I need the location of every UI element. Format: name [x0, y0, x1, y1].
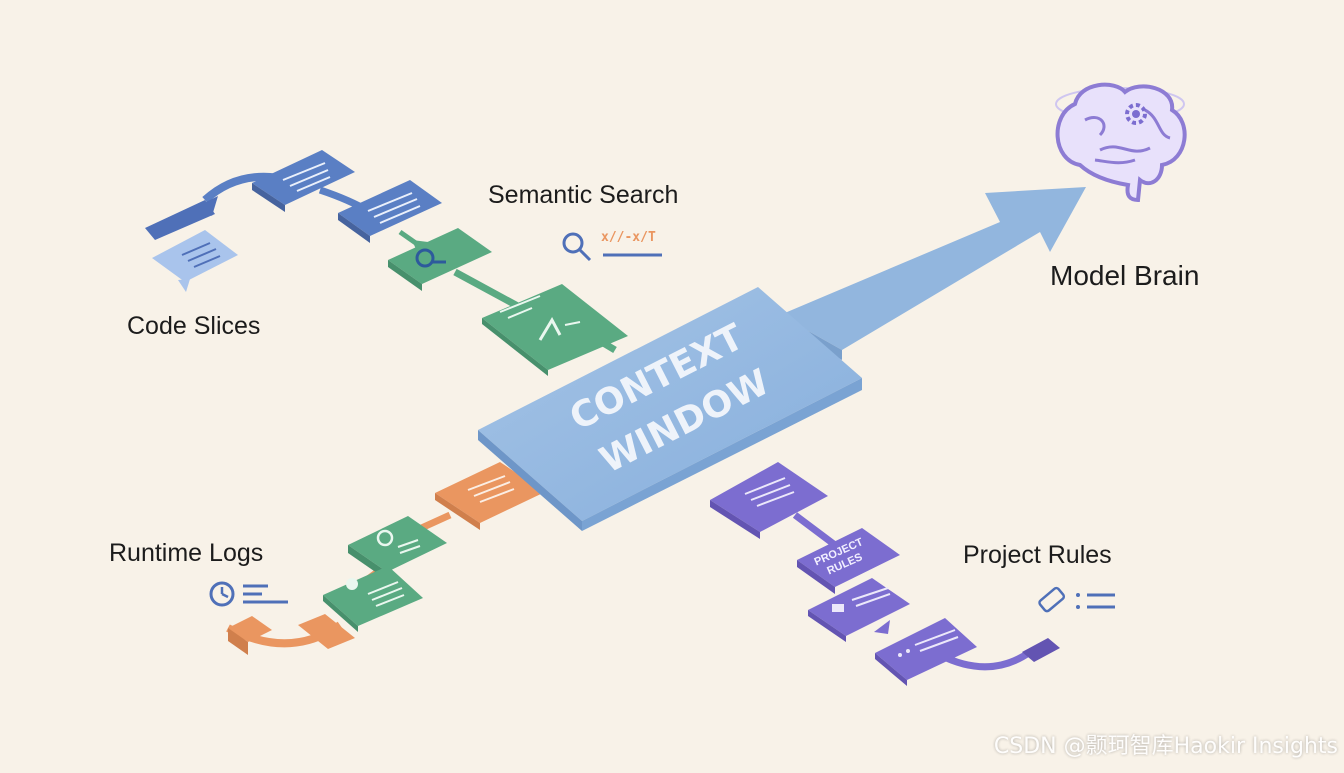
semantic-card: [482, 284, 628, 376]
search-card: [388, 228, 492, 291]
code-slices-flow: [145, 150, 442, 292]
clock-icon: [209, 581, 235, 607]
search-icon: [562, 232, 584, 254]
arrow-to-brain: [780, 187, 1086, 360]
code-bubble: [152, 230, 238, 292]
watermark: CSDN @颢珂智库Haokir Insights: [993, 734, 1338, 759]
gavel-icon: [832, 604, 844, 612]
semantic-search-label: Semantic Search: [488, 181, 679, 209]
rules-card-low: [875, 618, 977, 686]
code-card-1: [252, 150, 355, 212]
rules-icon-group: [1038, 586, 1115, 613]
semantic-icon-group: [562, 232, 662, 262]
bug-icon: [346, 578, 358, 590]
model-brain-label: Model Brain: [1050, 260, 1200, 291]
rules-card-top: [710, 462, 828, 539]
semantic-icon-text: x//-x/T: [601, 230, 656, 245]
runtime-logs-flow: [209, 462, 545, 655]
code-slices-label: Code Slices: [127, 312, 261, 340]
semantic-search-flow: [388, 228, 662, 376]
project-rules-label: Project Rules: [963, 541, 1112, 569]
search-icon: [415, 248, 435, 268]
context-window-block: CONTEXT WINDOW: [478, 287, 862, 531]
gear-icon: [1125, 103, 1147, 125]
rules-card-mid: [808, 578, 910, 642]
project-rules-flow: PROJECT RULES: [710, 462, 1115, 686]
runtime-logs-label: Runtime Logs: [109, 539, 264, 567]
code-card-2: [338, 180, 442, 243]
runtime-card-low: [323, 566, 423, 632]
brain-icon: [1055, 82, 1187, 203]
clock-icon: [376, 529, 394, 547]
runtime-card-top: [435, 462, 545, 530]
scroll-icon: [1038, 586, 1066, 613]
runtime-icon-group: [209, 581, 288, 607]
rules-card-title: PROJECT RULES: [797, 528, 900, 594]
